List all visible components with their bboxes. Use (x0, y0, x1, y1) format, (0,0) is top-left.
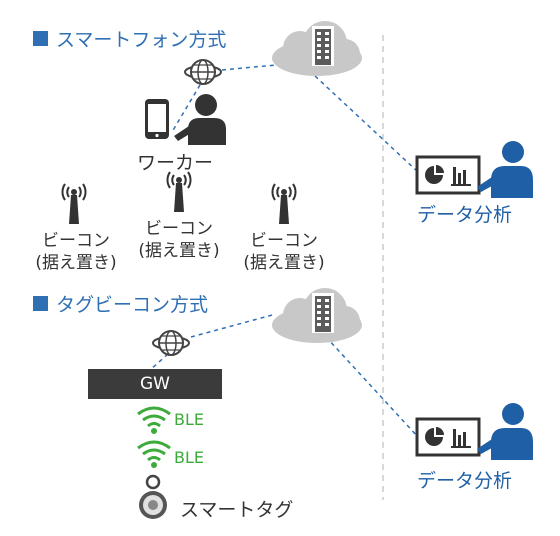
beacon-antenna-icon (271, 183, 297, 224)
worker-person-icon (174, 94, 226, 145)
square-bullet-icon (33, 31, 48, 46)
analysis-person-icon (415, 141, 533, 198)
smart-tag-label: スマートタグ (180, 499, 294, 521)
link-globe-cloud-2 (190, 313, 277, 338)
cloud-server-icon (272, 288, 362, 343)
gateway-bar: GW (88, 369, 222, 399)
beacon-antenna-icon (61, 183, 87, 224)
link-cloud-analysis-2 (314, 324, 419, 438)
beacon-label-2: ビーコン (据え置き) (123, 218, 235, 262)
globe-icon (184, 59, 222, 85)
beacon-label-line1: ビーコン (42, 231, 110, 251)
analysis-label-2: データ分析 (417, 470, 513, 492)
beacon-label-line2: (据え置き) (243, 253, 325, 273)
link-phone-globe (171, 84, 201, 133)
section-title-text: タグビーコン方式 (56, 294, 209, 316)
smart-tag-icon (139, 474, 167, 519)
smartphone-icon (145, 99, 169, 139)
link-cloud-analysis-1 (314, 75, 419, 173)
worker-label: ワーカー (137, 152, 214, 174)
square-bullet-icon (33, 296, 48, 311)
section-title-tagbeacon: タグビーコン方式 (33, 290, 208, 317)
beacon-label-line2: (据え置き) (35, 253, 117, 273)
ble-label-1: BLE (174, 410, 204, 429)
section-title-text: スマートフォン方式 (56, 29, 227, 51)
analysis-person-icon (415, 403, 533, 460)
beacon-label-line1: ビーコン (250, 231, 318, 251)
beacon-antenna-icon (166, 171, 192, 212)
beacon-label-1: ビーコン (据え置き) (20, 230, 132, 274)
link-globe-cloud-1 (221, 64, 277, 71)
ble-wave-icon (137, 406, 171, 434)
globe-icon (152, 330, 190, 356)
beacon-label-3: ビーコン (据え置き) (228, 230, 340, 274)
analysis-label-1: データ分析 (417, 204, 513, 226)
ble-label-2: BLE (174, 448, 204, 467)
section-title-smartphone: スマートフォン方式 (33, 25, 226, 52)
cloud-server-icon (272, 21, 362, 76)
gateway-label: GW (140, 374, 170, 394)
beacon-label-line2: (据え置き) (138, 241, 220, 261)
ble-wave-icon (137, 440, 171, 468)
beacon-label-line1: ビーコン (145, 219, 213, 239)
